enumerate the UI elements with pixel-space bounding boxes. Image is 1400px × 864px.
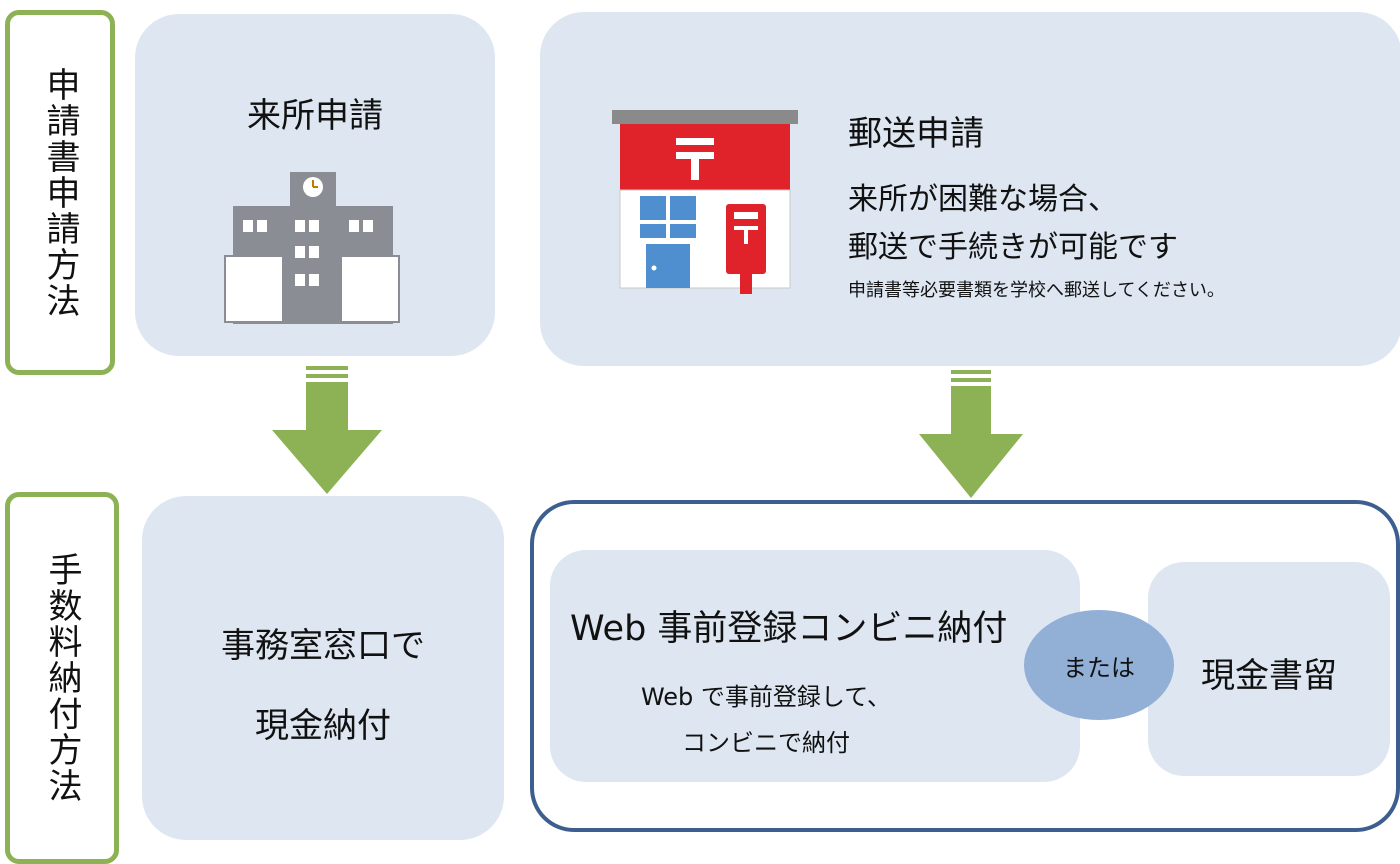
down-arrow-right [919, 370, 1023, 498]
web-payment-title: Web 事前登録コンビニ納付 [570, 609, 1008, 649]
mail-application-title: 郵送申請 [848, 114, 984, 154]
or-label: または [1024, 610, 1174, 720]
fee-payment-method-text: 手数料納付方法 [42, 552, 82, 804]
web-payment-line-2: コンビニで納付 [682, 729, 850, 757]
mail-line-2: 郵送で手続きが可能です [848, 230, 1178, 265]
web-payment-panel: Web 事前登録コンビニ納付 Web で事前登録して、 コンビニで納付 [550, 550, 1080, 782]
mail-application-panel: 郵送申請 来所が困難な場合、 郵送で手続きが可能です 申請書等必要書類を学校へ郵… [540, 12, 1400, 366]
mail-note: 申請書等必要書類を学校へ郵送してください。 [848, 280, 1225, 301]
mail-line-1: 来所が困難な場合、 [848, 182, 1118, 217]
web-payment-line-1: Web で事前登録して、 [640, 683, 892, 711]
visit-application-title: 来所申請 [247, 96, 383, 136]
application-method-text: 申請書申請方法 [40, 66, 80, 319]
post-office-icon [612, 110, 798, 294]
down-arrow-left [272, 366, 382, 494]
counter-payment-line-2: 現金納付 [255, 706, 391, 746]
counter-payment-line-1: 事務室窓口で [221, 626, 425, 666]
registered-mail-panel: 現金書留 [1148, 562, 1390, 776]
application-method-label: 申請書申請方法 [5, 10, 115, 375]
school-building-icon [224, 172, 400, 324]
visit-application-panel: 来所申請 [135, 14, 495, 356]
counter-payment-panel: 事務室窓口で 現金納付 [142, 496, 504, 840]
fee-payment-method-label: 手数料納付方法 [5, 492, 119, 864]
registered-mail-label: 現金書留 [1201, 656, 1337, 696]
